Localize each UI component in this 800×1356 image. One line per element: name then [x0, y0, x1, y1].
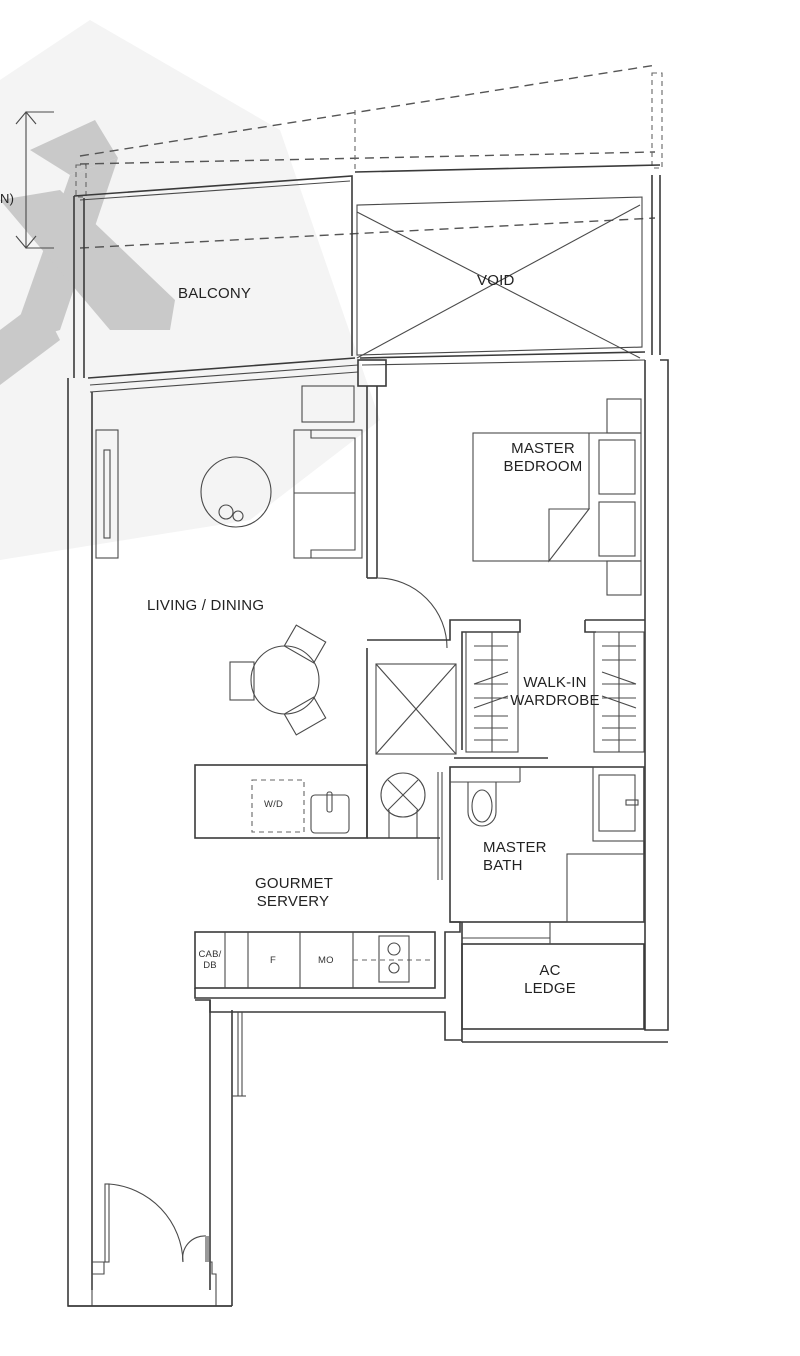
- master-bath-area: [437, 766, 645, 923]
- shaft-box: [366, 648, 457, 838]
- room-label-master-bedroom: MASTER BEDROOM: [503, 440, 583, 475]
- bedroom-door: [367, 577, 645, 750]
- room-label-void: VOID: [477, 272, 515, 289]
- ac-ledge-area: [461, 922, 645, 1042]
- dining-set: [229, 624, 327, 736]
- watermark-x-icon: [0, 20, 380, 560]
- room-label-ac-ledge: AC LEDGE: [524, 962, 576, 997]
- laundry-counter: [194, 764, 440, 839]
- fixture-label-microwave: MO: [318, 955, 334, 966]
- void-area: [354, 164, 661, 366]
- kitchen-counter: [194, 921, 461, 999]
- room-label-living-dining: LIVING / DINING: [147, 597, 265, 614]
- fixture-label-fridge: F: [270, 955, 277, 966]
- interior-wall-bedroom: [366, 386, 378, 579]
- fixture-label-cab-db: CAB/ DB: [198, 949, 222, 971]
- room-label-master-bath: MASTER BATH: [483, 839, 547, 874]
- structural-column: [357, 359, 387, 387]
- sofa: [293, 385, 363, 559]
- balcony-area: [73, 175, 359, 393]
- dashed-overhang: [75, 64, 663, 249]
- wardrobe-right: [593, 631, 645, 753]
- coffee-table: [200, 456, 272, 528]
- room-label-balcony: BALCONY: [178, 285, 252, 302]
- room-label-gourmet-servery: GOURMET SERVERY: [255, 875, 334, 910]
- fixture-label-washer-dryer: W/D: [264, 799, 284, 810]
- wardrobe-left: [454, 631, 548, 759]
- dimension-marker: [15, 111, 54, 249]
- bed: [472, 398, 642, 596]
- entrance-door: [68, 1012, 246, 1307]
- dimension-label: N): [0, 191, 15, 206]
- room-label-walk-in-wardrobe: WALK-IN WARDROBE: [510, 674, 600, 709]
- tv-console: [95, 429, 119, 559]
